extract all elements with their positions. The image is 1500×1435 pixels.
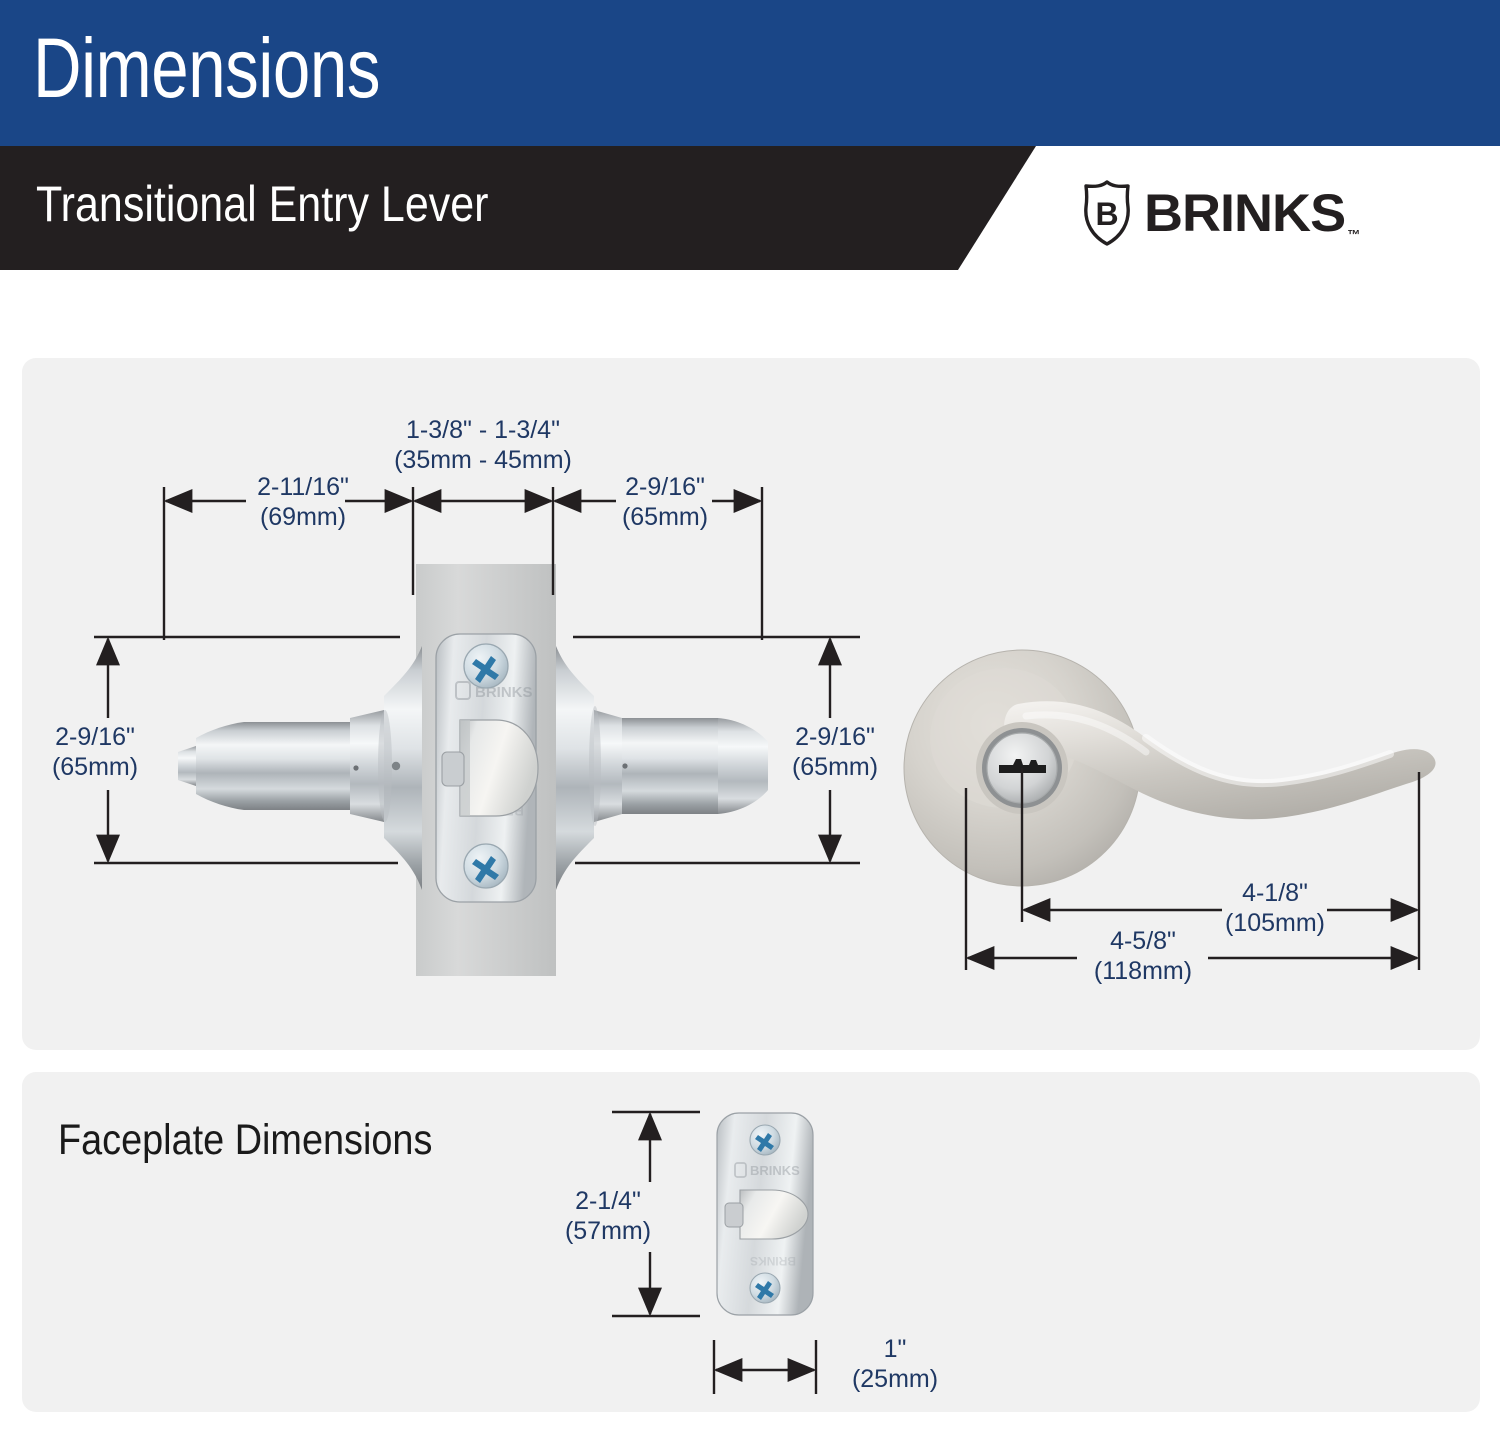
faceplate-screw-top <box>463 643 509 689</box>
dim-label-rose-height-left: 2-9/16" (65mm) <box>51 723 139 781</box>
dim-label-faceplate-height: 2-1/4" (57mm) <box>564 1187 652 1245</box>
dim-label-rose-height-right: 2-9/16" (65mm) <box>791 723 879 781</box>
header-blue-band <box>0 0 1500 146</box>
svg-text:BRINKS: BRINKS <box>750 1254 796 1268</box>
dim-label-lever-total: 4-5/8" (118mm) <box>1093 927 1193 985</box>
faceplate-section-heading: Faceplate Dimensions <box>58 1116 433 1164</box>
brinks-wordmark: BRINKS <box>1144 183 1346 243</box>
main-dimensions-panel <box>22 358 1480 1050</box>
trademark-symbol: ™ <box>1347 227 1361 242</box>
dim-label-door-thickness: 1-3/8" - 1-3/4" (35mm - 45mm) <box>394 416 572 474</box>
latch-assembly-illustration: BRINKS BRINKS <box>178 564 768 976</box>
dim-label-backset: 2-11/16" (69mm) <box>257 473 349 531</box>
faceplate-screw-bottom <box>463 843 509 889</box>
faceplate-bottom-screw-top <box>749 1124 781 1156</box>
svg-text:BRINKS: BRINKS <box>750 1163 800 1178</box>
brinks-logo: B BRINKS ™ <box>1080 178 1410 248</box>
dim-label-lever-length: 4-1/8" (105mm) <box>1224 879 1325 937</box>
faceplate-bottom-screw-bottom <box>749 1272 781 1304</box>
product-subtitle: Transitional Entry Lever <box>36 176 489 232</box>
dim-label-faceplate-width: 1" (25mm) <box>851 1335 939 1393</box>
svg-text:B: B <box>1095 196 1118 232</box>
dim-label-right-depth: 2-9/16" (65mm) <box>621 473 709 531</box>
lever-rose-illustration <box>903 649 1436 887</box>
brinks-shield-icon: B <box>1084 180 1130 246</box>
page-title: Dimensions <box>33 21 381 115</box>
header-black-band-wrap: Transitional Entry Lever <box>0 146 1500 270</box>
header-black-band: Transitional Entry Lever <box>0 146 1036 270</box>
faceplate-illustration: BRINKS BRINKS <box>716 1112 814 1316</box>
